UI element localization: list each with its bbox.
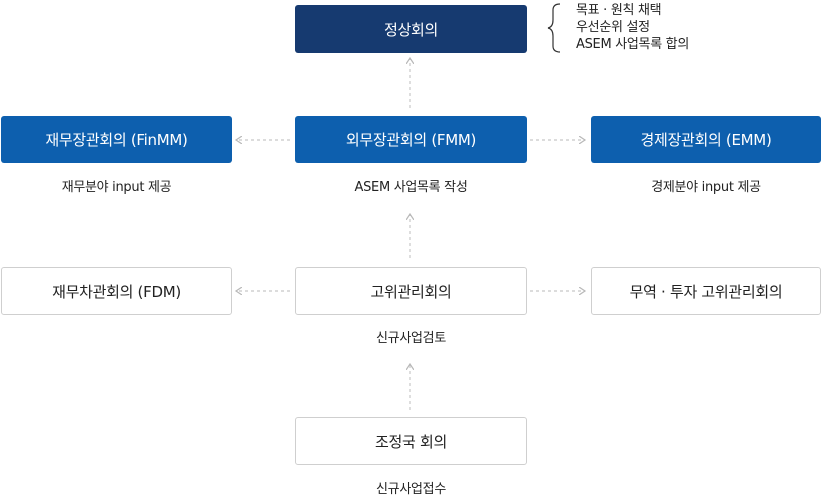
fdm-node: 재무차관회의 (FDM)	[1, 267, 232, 315]
coordinator-node: 조정국 회의	[295, 417, 527, 465]
som-node: 고위관리회의	[295, 267, 527, 315]
summit-note-2: 우선순위 설정	[576, 20, 650, 35]
summit-note-1: 목표 · 원칙 채택	[576, 3, 662, 18]
brace-icon	[547, 3, 561, 53]
summit-node: 정상회의	[295, 5, 527, 53]
som-caption: 신규사업검토	[376, 331, 446, 346]
fmm-node: 외무장관회의 (FMM)	[295, 116, 527, 163]
emm-node: 경제장관회의 (EMM)	[591, 116, 821, 163]
coordinator-caption: 신규사업접수	[376, 482, 446, 497]
summit-notes: 목표 · 원칙 채택 우선순위 설정 ASEM 사업목록 합의	[576, 2, 689, 53]
finmm-caption: 재무분야 input 제공	[61, 180, 172, 195]
summit-note-3: ASEM 사업목록 합의	[576, 37, 690, 52]
finmm-node: 재무장관회의 (FinMM)	[1, 116, 232, 163]
trade-som-node: 무역 · 투자 고위관리회의	[591, 267, 821, 315]
emm-caption: 경제분야 input 제공	[651, 180, 761, 195]
fmm-caption: ASEM 사업목록 작성	[354, 180, 468, 195]
